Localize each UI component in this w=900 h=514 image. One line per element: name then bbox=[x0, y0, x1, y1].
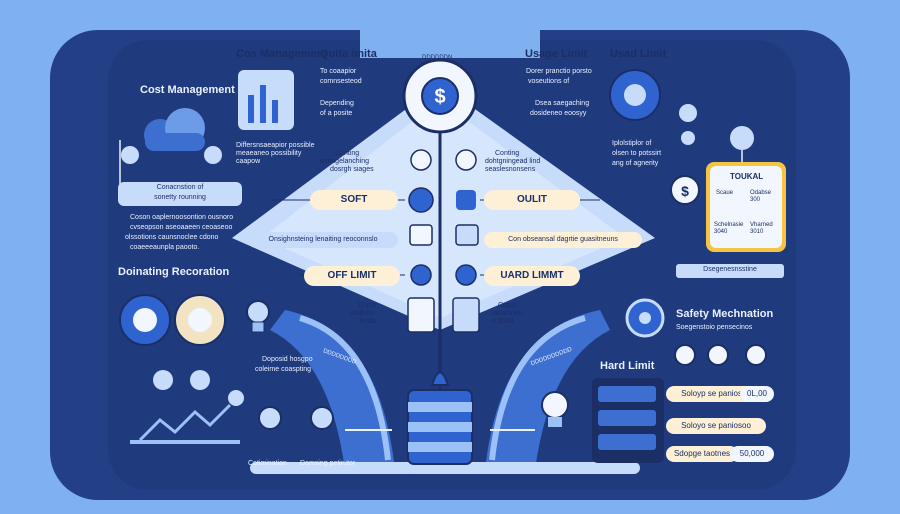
donut-note-3: ang of agnerity bbox=[612, 160, 659, 167]
donut-chart-icon bbox=[119, 294, 226, 346]
bottom-right-note-3: 4,9000 bbox=[492, 318, 514, 325]
center-left-note-2: inmagelanching bbox=[320, 158, 370, 165]
paragraph-line-4: coaeeeaunpla paooto. bbox=[130, 244, 200, 251]
bottom-left-note-3: limits bbox=[360, 318, 376, 325]
center-left-note-3: dosrgh siages bbox=[330, 166, 374, 173]
row-value: 0L,00 bbox=[740, 386, 774, 402]
donut-note-1: Iplolstiplor of bbox=[612, 140, 652, 147]
cost-management-top-heading: Cos Management bbox=[236, 48, 328, 60]
usage-note-2: voseutions of bbox=[528, 78, 570, 85]
bottom-left-note-1: Copst bbox=[358, 302, 377, 309]
row-label: Soloyp se paniosoo bbox=[681, 389, 751, 398]
bulb-note-line-1: Doposid hosgpo bbox=[262, 356, 313, 363]
bottom-left-note-2: untilnint bbox=[350, 310, 375, 317]
usage-limit-heading: Usage Limit bbox=[525, 48, 588, 60]
hard-limit-pill: UARD LIMMT bbox=[484, 266, 580, 286]
bulb-note-line-2: coleime coaspting bbox=[255, 366, 312, 373]
base-platform bbox=[250, 462, 640, 474]
card-col1-bottom: Schelnasie 3040 bbox=[714, 222, 744, 235]
recommendations-title: Doinating Recoration bbox=[118, 266, 230, 278]
top-notch bbox=[360, 30, 540, 58]
label-cotimination: Cotimination bbox=[248, 460, 287, 467]
safety-mechanism-title: Safety Mechnation bbox=[676, 308, 774, 320]
label-domsing: Domsing petirutor bbox=[300, 460, 356, 467]
row-label: Soloyo se paniosoo bbox=[681, 421, 751, 430]
center-right-note-3: seaslesnonsens bbox=[485, 166, 536, 173]
dollar-icon bbox=[204, 146, 222, 164]
banner-line-1: Conacnstion of bbox=[156, 184, 204, 191]
note-depends-line-1: Depending bbox=[320, 100, 354, 107]
bar-chart-icon bbox=[238, 70, 294, 130]
dollar-icon bbox=[121, 146, 139, 164]
donut-chart-icon bbox=[609, 69, 661, 121]
right-info-bar: Con obseansal dagrtie guasitneuns bbox=[484, 232, 642, 248]
center-right-note-2: dohtgningead lind bbox=[485, 158, 541, 165]
card-caption: Dsegenesnsstine bbox=[703, 266, 757, 273]
database-icon bbox=[408, 149, 479, 286]
dollar-icon bbox=[670, 175, 700, 205]
hard-limit-row-2: Soloyo se paniosoo bbox=[666, 418, 766, 434]
paragraph-line-1: Coson oaplernoosontion ousnoro bbox=[130, 214, 234, 221]
usage-note-3: Dsea saegaching bbox=[535, 100, 590, 107]
card-col2-top: Odabse 300 bbox=[750, 190, 772, 203]
svg-text:$: $ bbox=[434, 86, 445, 108]
paragraph-line-3: olssotions caunsnoclee cdono bbox=[125, 234, 219, 241]
note-top-line-2: comnsesteod bbox=[320, 78, 362, 85]
chart-note: Differsnsaeapior possible meaeaneo possi… bbox=[236, 142, 315, 166]
center-right-note-1: Conting bbox=[495, 150, 520, 157]
dollar-icon bbox=[190, 370, 210, 390]
hard-limit-title: Hard Limit bbox=[600, 360, 655, 372]
dollar-icon bbox=[228, 390, 244, 406]
center-badge-text: DDDDDDN bbox=[422, 55, 453, 61]
line-chart-icon bbox=[138, 403, 232, 442]
conclusion-banner: Conacnstion of sonetty rounning bbox=[118, 182, 242, 206]
lightbulb-icon bbox=[258, 406, 334, 430]
hard-limit-row-3: Sdopge taotnes bbox=[666, 446, 738, 462]
dollar-icon bbox=[679, 104, 697, 122]
used-limit-heading: Usad Limit bbox=[610, 48, 667, 60]
ouilt-pill: OULIT bbox=[484, 190, 580, 210]
cloud-icon bbox=[144, 108, 205, 151]
summary-card-title: TOUKAL bbox=[730, 172, 764, 181]
document-icon bbox=[407, 297, 480, 333]
card-caption-bar: Dsegenesnsstine bbox=[676, 264, 784, 278]
row-value: 50,000 bbox=[730, 446, 774, 462]
card-col1-top: Scaue bbox=[716, 190, 734, 196]
banner-line-2: sonetty rounning bbox=[154, 194, 206, 201]
lightbulb-icon bbox=[246, 300, 270, 333]
quota-limits-heading: Quita imita bbox=[320, 48, 377, 60]
usage-note-1: Dorer pranctio porsto bbox=[526, 68, 592, 75]
svg-text:$: $ bbox=[681, 183, 689, 199]
diamond-inner bbox=[262, 100, 625, 318]
dollar-icon bbox=[153, 370, 173, 390]
off-limit-pill: OFF LIMIT bbox=[304, 266, 400, 286]
center-left-note-1: Conting bbox=[335, 150, 360, 157]
paragraph-line-2: cvseopson aseoaaeen ceoaseoo bbox=[130, 224, 233, 231]
note-top-line-1: To coaapior bbox=[320, 68, 357, 75]
wallet-icon bbox=[730, 126, 754, 150]
card-col2-bottom: Vharned 3010 bbox=[750, 222, 773, 235]
dollar-icon bbox=[421, 77, 459, 115]
left-info-bar: Onsighnsteing lenaiting reoconnslo bbox=[248, 232, 398, 248]
donut-note-2: olsen to potssirt bbox=[612, 150, 662, 157]
row-label: Sdopge taotnes bbox=[673, 449, 731, 458]
bottom-right-note-2: ianastnen bbox=[492, 310, 523, 317]
safety-subtitle: Soegenstoio pensecinos bbox=[676, 324, 753, 331]
lightbulb-icon bbox=[541, 391, 569, 427]
soft-limit-pill: SOFT bbox=[310, 190, 398, 210]
note-depends-line-2: of a posite bbox=[320, 110, 353, 117]
bottom-right-note-1: Copst bbox=[498, 302, 517, 309]
usage-note-4: dosideneo eoosyy bbox=[530, 110, 587, 117]
cost-management-title: Cost Management bbox=[140, 84, 235, 96]
gear-icon bbox=[625, 298, 665, 338]
server-stack-icon bbox=[407, 371, 473, 465]
